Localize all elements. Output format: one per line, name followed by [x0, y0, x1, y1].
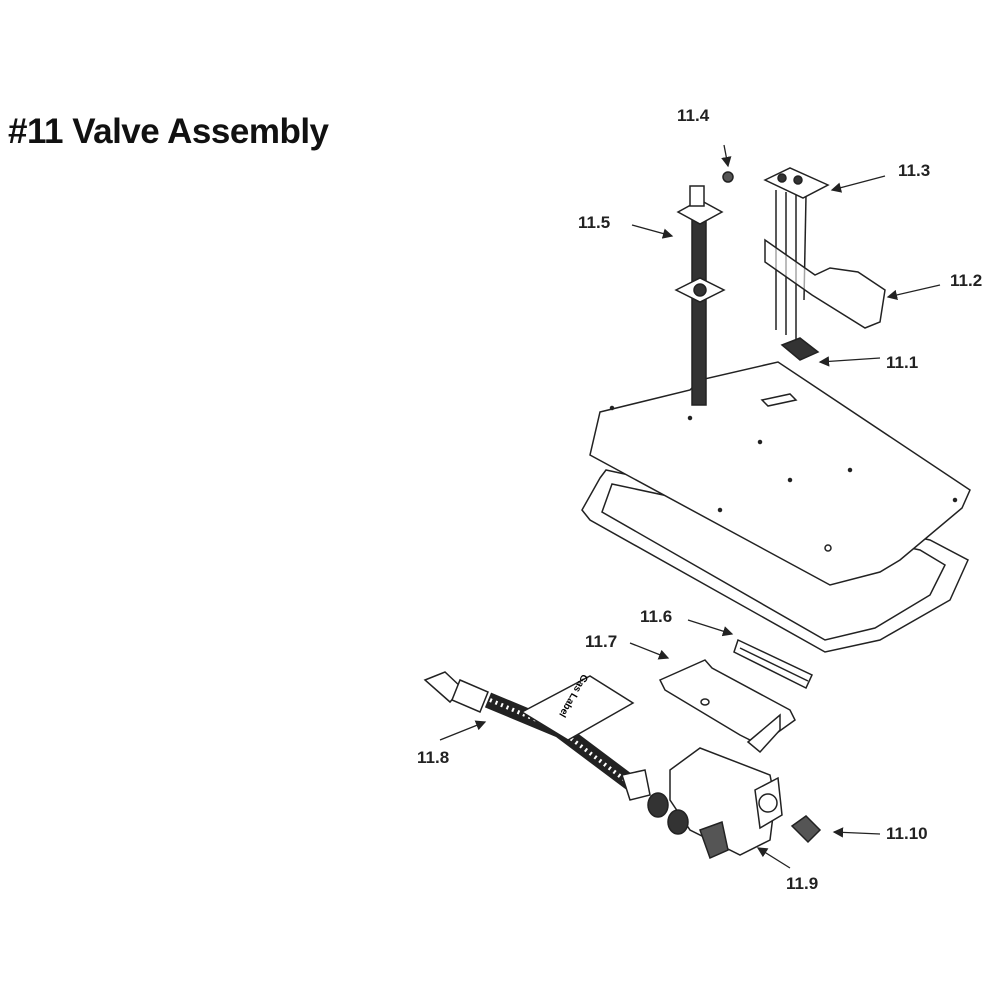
callout-11-10: 11.10 [886, 824, 928, 843]
callout-11-8: 11.8 [417, 748, 450, 767]
part-11-1-pilot-burner [780, 337, 820, 361]
callout-11-9: 11.9 [786, 874, 819, 893]
part-11-9-gas-valve [647, 747, 783, 860]
diagram-title: #11 Valve Assembly [8, 112, 329, 151]
callout-11-6: 11.6 [640, 607, 673, 626]
leader-arrows [439, 144, 941, 869]
callout-11-3: 11.3 [898, 161, 931, 180]
callout-11-7: 11.7 [585, 632, 618, 651]
part-11-8-flex-gas-line [423, 671, 651, 801]
part-11-4-nut [722, 171, 734, 183]
part-11-10-fitting [790, 815, 822, 844]
callout-11-4: 11.4 [677, 106, 710, 125]
callout-11-1: 11.1 [886, 353, 919, 372]
gas-label-card [520, 675, 635, 741]
part-11-5-threaded-rod [674, 185, 726, 406]
part-11-2-pilot-shield [764, 238, 886, 329]
part-11-7-mounting-bracket [658, 659, 796, 754]
part-11-6-bracket [733, 638, 813, 690]
callout-11-2: 11.2 [950, 271, 983, 290]
callout-11-5: 11.5 [578, 213, 611, 232]
